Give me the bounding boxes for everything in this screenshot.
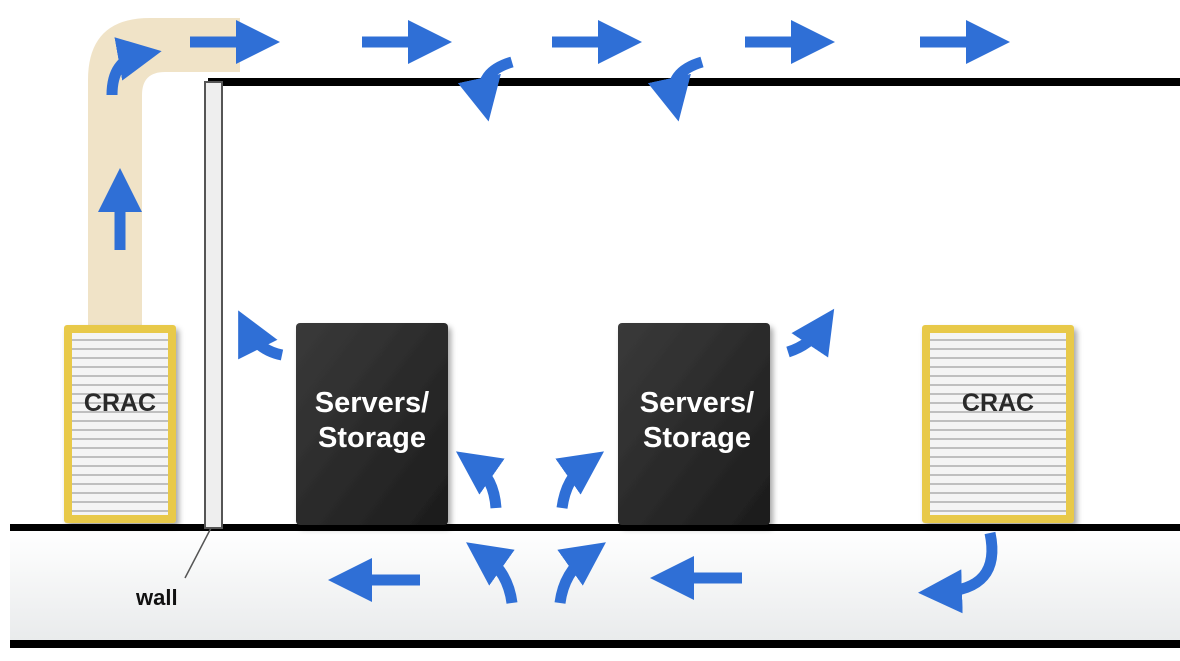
return-air-duct bbox=[88, 18, 240, 325]
server-right-label-line1: Servers/ bbox=[639, 387, 755, 419]
underfloor-plenum bbox=[10, 530, 1180, 640]
ceiling-line bbox=[208, 78, 1180, 86]
arrow-return-curl-1 bbox=[457, 56, 514, 122]
wall-pointer bbox=[184, 527, 212, 579]
arrow-return-curl-2 bbox=[647, 56, 704, 122]
server-right-label-line2: Storage bbox=[643, 422, 751, 455]
arrow-duct-curve bbox=[106, 37, 162, 96]
airflow-arrows bbox=[98, 20, 1010, 614]
wall bbox=[204, 81, 223, 529]
arrow-floor-up-left bbox=[466, 542, 518, 604]
server-rack-right bbox=[618, 323, 770, 525]
server-rack-left bbox=[296, 323, 448, 525]
crac-unit-right bbox=[922, 325, 1074, 523]
wall-label: wall bbox=[136, 585, 178, 610]
arrow-exhaust-left bbox=[238, 310, 284, 361]
crac-right-label: CRAC bbox=[961, 389, 1035, 417]
server-left-label-line2: Storage bbox=[318, 422, 426, 455]
raised-floor-line bbox=[10, 524, 1180, 531]
arrow-exhaust-right bbox=[786, 308, 835, 358]
arrow-coldaisle-left bbox=[455, 451, 505, 509]
arrow-floor-up-right bbox=[554, 542, 606, 604]
crac-left-label: CRAC bbox=[83, 389, 157, 417]
arrow-coldaisle-right bbox=[555, 451, 605, 509]
server-right-label: Servers/ Storage bbox=[617, 386, 777, 457]
arrow-crac-right-discharge bbox=[918, 531, 998, 614]
server-left-label-line1: Servers/ bbox=[314, 387, 430, 419]
subfloor-line bbox=[10, 640, 1180, 648]
server-left-label: Servers/ Storage bbox=[292, 386, 452, 457]
crac-unit-left bbox=[64, 325, 176, 523]
